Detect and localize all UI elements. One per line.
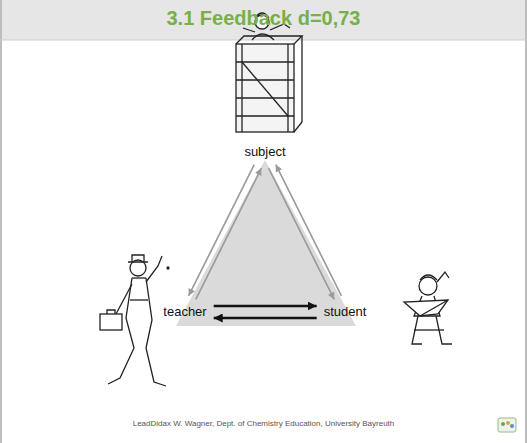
- feedback-arrow: [269, 168, 335, 299]
- node-text: subject: [244, 144, 285, 160]
- node-label: teacher: [159, 303, 210, 321]
- node-label: subject: [240, 143, 289, 161]
- feedback-arrow: [189, 165, 255, 296]
- subject-crate: [236, 13, 302, 132]
- feedback-triangle: [176, 160, 356, 326]
- teacher-figure: [100, 255, 169, 386]
- slide-title: 3.1 Feedback d=0,73: [0, 4, 527, 32]
- feedback-arrow: [196, 168, 262, 299]
- student-figure: [404, 272, 452, 344]
- feedback-arrow: [276, 165, 342, 296]
- frame-line: [0, 40, 527, 41]
- logo: [498, 418, 516, 432]
- frame-line: [0, 0, 2, 443]
- feedback-arrow: [214, 317, 317, 319]
- feedback-arrow: [214, 305, 317, 307]
- node-text: teacher: [163, 304, 206, 320]
- node-label: student: [320, 303, 371, 321]
- frame-line: [525, 0, 527, 443]
- footer-credit: LeadDidax W. Wagner, Dept. of Chemistry …: [0, 419, 527, 429]
- node-text: student: [324, 304, 367, 320]
- title-band: [0, 0, 527, 40]
